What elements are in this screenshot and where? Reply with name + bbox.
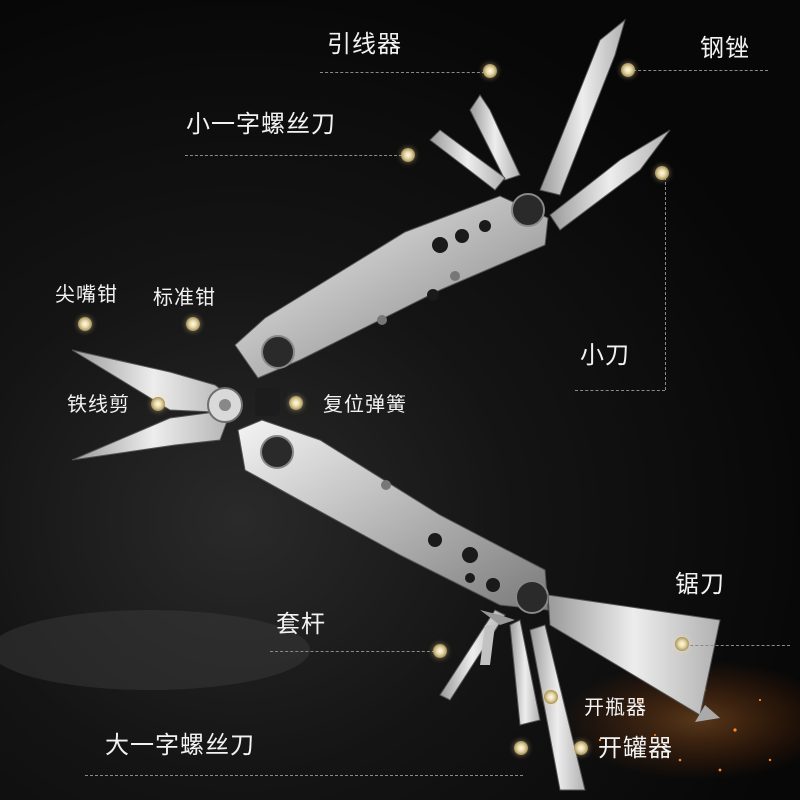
can-opener-tool [529,624,586,791]
label-socket-rod: 套杆 [276,610,326,638]
marker-dot-socket-rod [433,644,447,658]
marker-dot-small-screwdriver [401,148,415,162]
file-blade [539,18,626,196]
marker-dot-wire-cutter [151,397,165,411]
smoke-haze [0,610,310,690]
label-needle-nose-pliers: 尖嘴钳 [55,282,118,306]
label-standard-pliers: 标准钳 [153,285,216,309]
marker-dot-standard-pliers [186,317,200,331]
reset-spring-coil [255,388,280,416]
label-wire-cutter: 铁线剪 [67,392,130,416]
leader-line-knife-bottom [575,390,665,391]
ember-glow [560,660,800,780]
label-file: 钢锉 [700,34,750,62]
leader-line-socket-rod [270,651,440,652]
top-tools [429,18,671,231]
leader-line-small-screwdriver [185,155,407,156]
marker-dot-file [621,63,635,77]
label-saw-blade: 锯刀 [675,570,725,598]
label-reset-spring: 复位弹簧 [323,392,407,416]
wire-threader-tool [469,94,521,181]
marker-dot-saw [675,637,689,651]
marker-dot-large-screwdriver [514,741,528,755]
bottom-tools [439,594,721,791]
label-wire-threader: 引线器 [327,30,402,58]
leader-line-wire-threader [320,72,490,73]
large-screwdriver-tool [439,609,506,701]
socket-rod-tool [480,625,495,665]
label-small-flat-screwdriver: 小一字螺丝刀 [186,110,336,138]
marker-dot-can-opener [574,741,588,755]
marker-dot-reset-spring [289,396,303,410]
marker-dot-bottle-opener [544,690,558,704]
upper-handle [234,193,549,379]
leader-line-large-screwdriver [85,775,523,776]
lower-handle [237,419,549,614]
marker-dot-needle-nose-pliers [78,317,92,331]
label-bottle-opener: 开瓶器 [584,695,647,719]
label-large-flat-screwdriver: 大一字螺丝刀 [105,731,255,759]
label-can-opener: 开罐器 [598,734,673,762]
marker-dot-small-knife [655,166,669,180]
label-small-knife: 小刀 [580,341,630,369]
knife-blade [549,129,671,231]
pliers-jaws [71,349,280,461]
leader-line-knife-vertical [665,172,666,390]
bottle-opener-tool [509,619,541,726]
leader-line-file [628,70,768,71]
marker-dot-wire-threader [483,64,497,78]
leader-line-saw [680,645,790,646]
small-screwdriver-tool [429,129,506,191]
